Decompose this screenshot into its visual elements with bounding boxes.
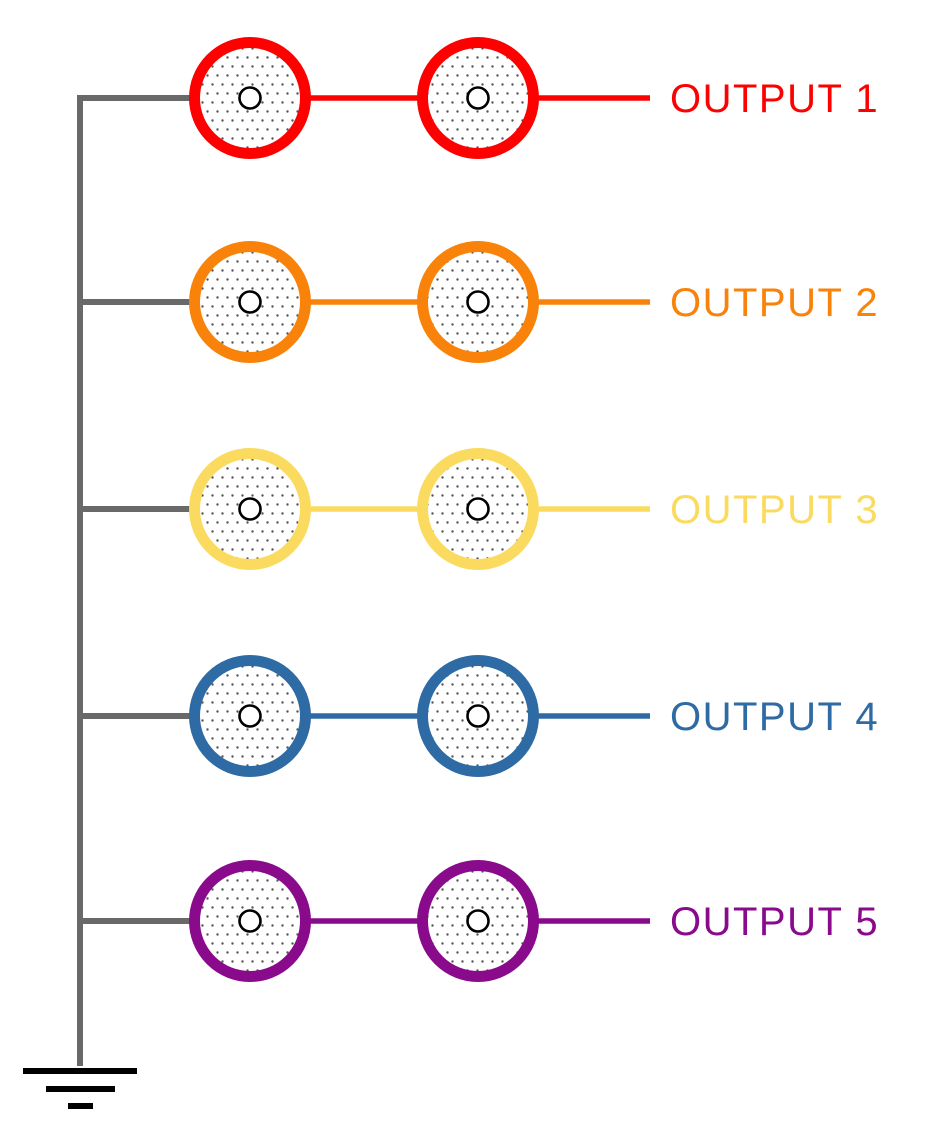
output-label: OUTPUT 3 <box>670 488 879 532</box>
output-label: OUTPUT 2 <box>670 281 879 325</box>
output-label: OUTPUT 4 <box>670 695 879 739</box>
conductor-core-icon <box>466 909 490 933</box>
conductor-core-icon <box>466 704 490 728</box>
conductor-core-icon <box>466 86 490 110</box>
conductor-core-icon <box>238 704 262 728</box>
conductor-core-icon <box>238 86 262 110</box>
conductor-core-icon <box>238 290 262 314</box>
output-row-3: OUTPUT 3 <box>77 448 879 570</box>
conductor-core-icon <box>466 290 490 314</box>
conductor-core-icon <box>238 909 262 933</box>
output-row-2: OUTPUT 2 <box>77 241 879 363</box>
output-label: OUTPUT 5 <box>670 900 879 944</box>
output-label: OUTPUT 1 <box>670 77 879 121</box>
ground-bus <box>23 96 137 1109</box>
conductor-core-icon <box>466 497 490 521</box>
earth-ground-icon <box>23 1068 137 1109</box>
output-row-1: OUTPUT 1 <box>77 37 879 159</box>
conductor-core-icon <box>238 497 262 521</box>
output-row-4: OUTPUT 4 <box>77 655 879 777</box>
output-row-5: OUTPUT 5 <box>77 860 879 982</box>
